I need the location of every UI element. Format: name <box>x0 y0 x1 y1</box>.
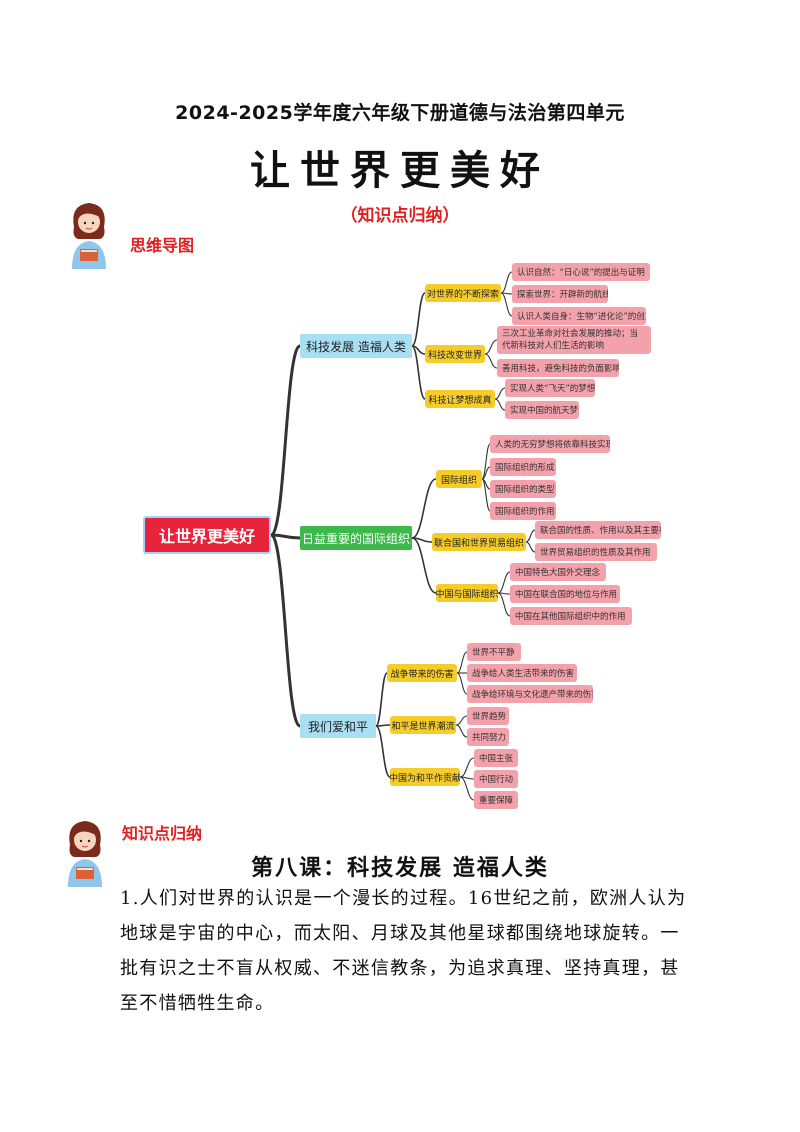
connector-line <box>484 353 498 369</box>
sub-war-harm: 战争带来的伤害 <box>387 664 457 682</box>
leaf-space-dream: 实现中国的航天梦 <box>505 401 579 419</box>
leaf-war-heritage-harm: 战争给环境与文化遗产带来的伤害 <box>467 685 593 703</box>
connector-line <box>497 571 511 594</box>
leaf-org-formation: 国际组织的形成 <box>490 458 556 476</box>
lesson-paragraph: 1.人们对世界的认识是一个漫长的过程。16世纪之前，欧洲人认为地球是宇宙的中心，… <box>120 888 687 1014</box>
leaf-world-unrest: 世界不平静 <box>467 643 521 661</box>
unit-title: 让世界更美好 <box>250 147 550 194</box>
mindmap-root: 让世界更美好 <box>143 516 271 554</box>
connector-line <box>500 292 513 317</box>
leaf-joint-effort: 共同努力 <box>467 728 509 746</box>
sub-tech-dreams: 科技让梦想成真 <box>425 390 495 408</box>
connector-line <box>497 592 511 617</box>
connector-line <box>456 651 468 674</box>
leaf-china-action: 中国行动 <box>474 770 518 788</box>
branch-tech-development: 科技发展 造福人类 <box>300 334 412 358</box>
leaf-war-life-harm: 战争给人类生活带来的伤害 <box>467 664 577 682</box>
connector-line <box>455 715 468 726</box>
sub-peace-trend: 和平是世界潮流 <box>390 716 456 734</box>
connector-line <box>375 725 391 778</box>
connector-line <box>455 724 468 738</box>
girl-with-book-icon <box>58 815 112 887</box>
lesson-title: 第八课：科技发展 造福人类 <box>251 855 549 881</box>
leaf-industrial-revolution: 三次工业革命对社会发展的推动；当代新科技对人们生活的影响 <box>497 326 651 354</box>
sub-china-orgs: 中国与国际组织 <box>436 584 498 602</box>
connector-line <box>411 292 426 347</box>
connector-line <box>375 724 391 727</box>
connector-line <box>481 478 491 512</box>
leaf-dreams-tech: 人类的无穷梦想将依靠科技实现 <box>490 435 610 453</box>
connector-line <box>411 345 426 400</box>
connector-line <box>500 271 513 294</box>
leaf-china-proposal: 中国主张 <box>474 749 518 767</box>
subtitle: （知识点归纳） <box>340 206 460 226</box>
leaf-wto: 世界贸易组织的性质及其作用 <box>535 543 657 561</box>
sub-explore-world: 对世界的不断探索 <box>425 284 501 302</box>
connector-line <box>525 529 536 543</box>
leaf-heliocentric: 认识自然：“日心说”的提出与证明 <box>512 263 650 281</box>
leaf-new-routes: 探索世界：开辟新的航线 <box>512 285 608 303</box>
connector-line <box>484 339 498 355</box>
connector-line <box>375 672 388 727</box>
sub-tech-changes-world: 科技改变世界 <box>425 345 485 363</box>
connector-line <box>456 672 468 695</box>
connector-line <box>269 533 302 728</box>
sub-un-wto: 联合国和世界贸易组织 <box>432 533 526 551</box>
leaf-china-other-orgs: 中国在其他国际组织中的作用 <box>510 607 632 625</box>
mindmap-section-label: 思维导图 <box>130 236 195 255</box>
leaf-key-guarantee: 重要保障 <box>474 791 518 809</box>
sub-china-peace: 中国为和平作贡献 <box>390 768 460 786</box>
connector-line <box>481 443 491 480</box>
branch-international-orgs: 日益重要的国际组织 <box>300 526 412 550</box>
mind-map-connectors <box>269 271 536 801</box>
leaf-use-tech-wisely: 善用科技，避免科技的负面影响 <box>497 359 619 377</box>
knowledge-section-label: 知识点归纳 <box>122 824 203 843</box>
leaf-evolution: 认识人类自身：生物“进化论”的创立 <box>512 307 646 325</box>
branch-love-peace: 我们爱和平 <box>300 714 376 738</box>
connector-line <box>270 533 301 540</box>
leaf-china-diplomacy: 中国特色大国外交理念 <box>510 563 606 581</box>
leaf-org-types: 国际组织的类型 <box>490 480 556 498</box>
connector-line <box>411 478 437 539</box>
leaf-org-roles: 国际组织的作用 <box>490 502 556 520</box>
document-title: 2024-2025学年度六年级下册道德与法治第四单元 <box>175 102 625 124</box>
girl-with-book-icon <box>62 197 116 269</box>
sub-intl-orgs: 国际组织 <box>436 470 482 488</box>
connector-line <box>459 757 475 778</box>
connector-line <box>525 541 536 553</box>
connector-line <box>459 776 475 801</box>
leaf-china-un: 中国在联合国的地位与作用 <box>510 585 620 603</box>
leaf-world-trend: 世界趋势 <box>467 707 509 725</box>
connector-line <box>494 387 506 400</box>
leaf-un: 联合国的性质、作用以及其主要机构 <box>535 521 661 539</box>
leaf-flying-dream: 实现人类“飞天”的梦想 <box>505 379 595 397</box>
connector-line <box>494 398 506 411</box>
connector-line <box>411 537 437 594</box>
connector-line <box>269 344 302 537</box>
